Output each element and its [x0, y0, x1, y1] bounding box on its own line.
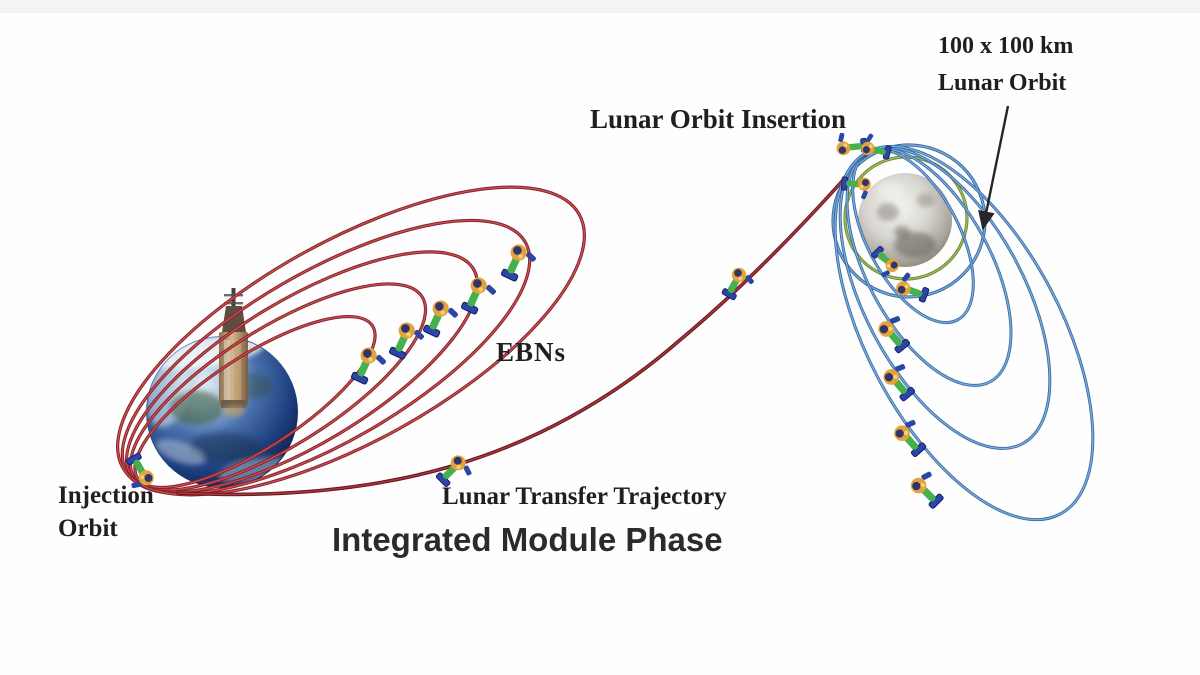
spacecraft-icon — [906, 466, 952, 511]
lunar-transfer-trajectory-label: Lunar Transfer Trajectory — [442, 483, 727, 510]
ebns-label: EBNs — [496, 337, 567, 367]
lunar-orbit-size-line2: Lunar Orbit — [938, 70, 1067, 96]
spacecraft-icon — [498, 241, 540, 287]
lunar-orbit-insertion-label: Lunar Orbit Insertion — [590, 104, 847, 134]
injection-orbit-line2: Orbit — [58, 515, 118, 542]
moon-image — [858, 173, 952, 267]
integrated-module-phase-title: Integrated Module Phase — [332, 521, 723, 558]
top-band — [0, 0, 1200, 13]
earth-orbits — [116, 185, 586, 497]
lunar-orbits — [833, 144, 1095, 522]
spacecraft-icon — [458, 274, 500, 320]
earth-image — [146, 336, 298, 488]
injection-orbit-line1: Injection — [58, 482, 154, 509]
lunar-orbit-size-label: 100 x 100 km Lunar Orbit — [938, 28, 1073, 102]
pointer-arrow-icon — [978, 105, 1010, 231]
transfer-trajectory — [176, 150, 870, 497]
injection-orbit-label: Injection Orbit — [58, 479, 154, 545]
lunar-orbit-size-line1: 100 x 100 km — [938, 33, 1074, 59]
spacecraft-icon — [348, 344, 390, 390]
